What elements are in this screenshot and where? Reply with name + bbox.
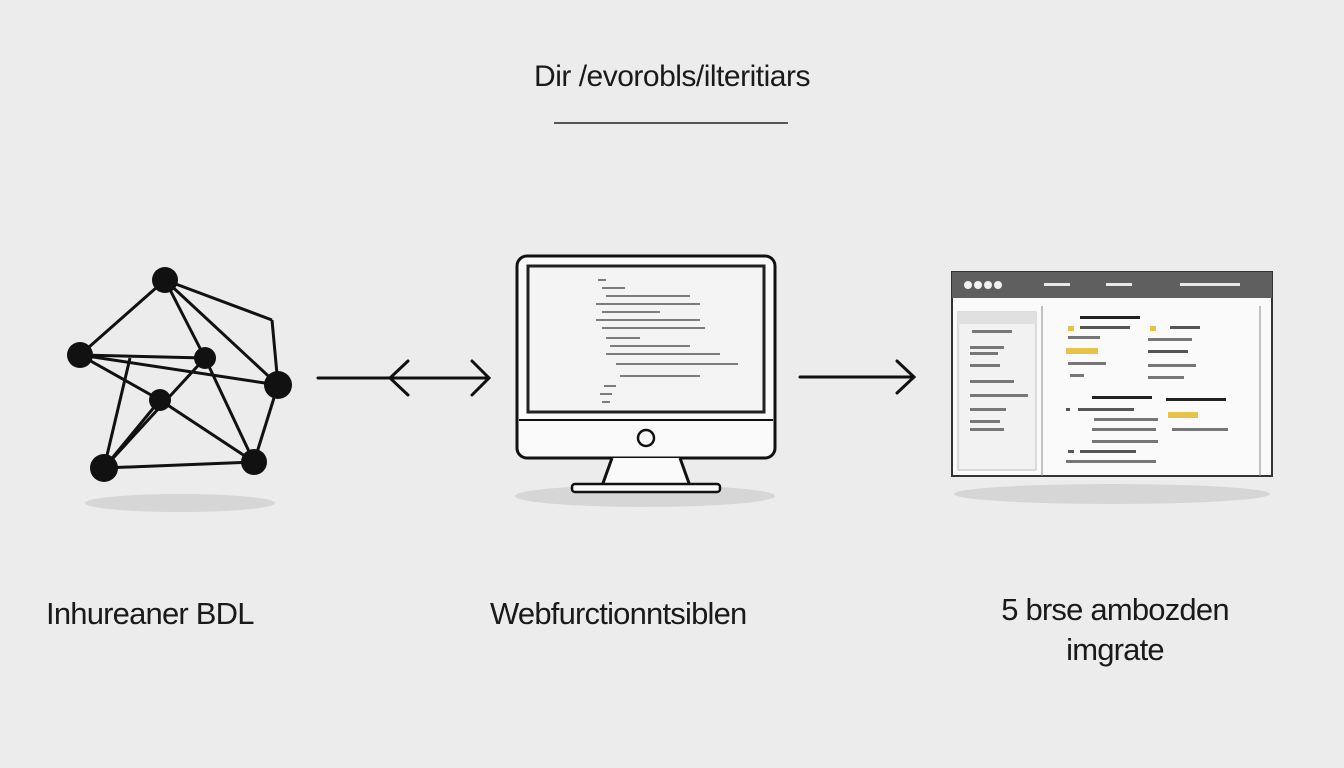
title-underline [554, 122, 788, 124]
graph-node [152, 267, 178, 293]
graph-node [67, 342, 93, 368]
browser-window-icon [951, 271, 1273, 477]
monitor-code-icon [515, 254, 777, 494]
right-arrow [798, 359, 917, 395]
network-graph-icon [79, 278, 280, 470]
graph-node [194, 347, 216, 369]
graph-node [149, 389, 171, 411]
browser-label: 5 brse ambozden imgrate [980, 590, 1250, 670]
bidirectional-arrow [316, 359, 492, 397]
network-nodes [67, 267, 292, 482]
sidebar-lines [970, 330, 1028, 431]
code-lines [596, 279, 738, 403]
content-lines [1066, 316, 1228, 463]
network-shadow [85, 494, 275, 512]
browser-label-line-2: imgrate [1066, 632, 1165, 667]
diagram-title: Dir /evorobls/ilteritiars [534, 60, 810, 93]
network-label: Inhureaner BDL [46, 596, 254, 631]
graph-node [90, 454, 118, 482]
browser-label-line-1: 5 brse ambozden [1001, 592, 1229, 627]
monitor-label: Webfurctionntsiblen [490, 596, 747, 631]
graph-node [241, 449, 267, 475]
graph-node [264, 371, 292, 399]
browser-shadow [954, 484, 1270, 504]
